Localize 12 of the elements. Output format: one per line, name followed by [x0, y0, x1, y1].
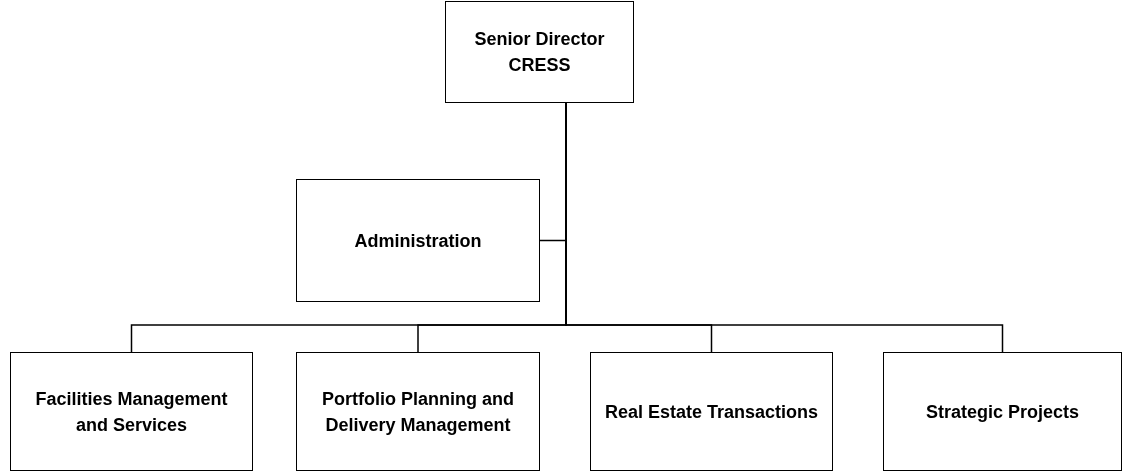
- org-box: [883, 352, 1122, 471]
- box-label: Administration: [354, 229, 482, 253]
- box-label: Real Estate Transactions: [604, 400, 819, 424]
- box-label: Portfolio Planning and Delivery Management: [321, 387, 515, 437]
- org-box: [296, 179, 540, 302]
- org-box: [10, 352, 253, 471]
- box-label: Facilities Management and Services: [34, 387, 229, 437]
- org-box: [296, 352, 540, 471]
- box-label: Senior Director CRESS: [473, 28, 606, 77]
- org-box: [445, 1, 634, 103]
- org-box: [590, 352, 833, 471]
- box-label: Strategic Projects: [925, 400, 1080, 424]
